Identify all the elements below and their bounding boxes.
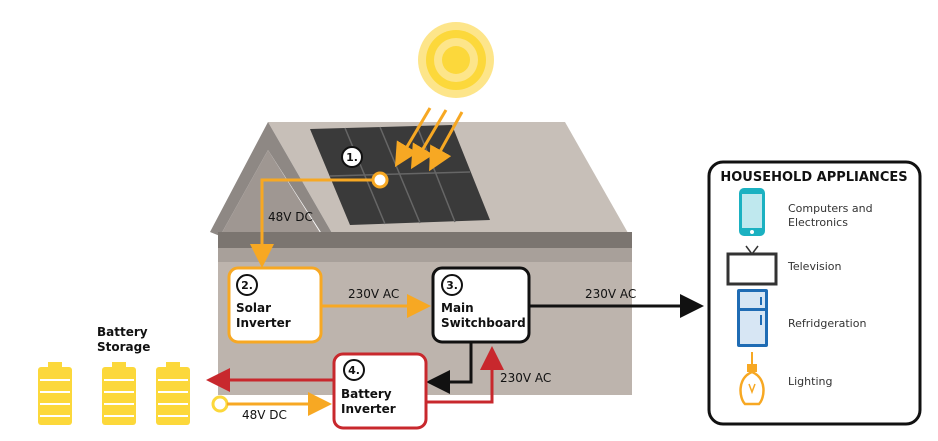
appliance-label-television: Television	[787, 260, 842, 273]
panels-to-inverter-label: 48V DC	[268, 210, 313, 224]
battery-icon	[102, 362, 136, 425]
switchboard-label-2: Switchboard	[441, 316, 526, 330]
battery-inverter-label-1: Battery	[341, 387, 392, 401]
wall-shadow	[218, 248, 632, 262]
battery-to-inverter-flow: 48V DC	[211, 392, 332, 422]
appliance-label-refrigeration: Refridgeration	[788, 317, 866, 330]
inverter-to-switchboard-label: 230V AC	[348, 287, 399, 301]
sun-icon	[418, 22, 494, 98]
roof-gable	[210, 122, 336, 240]
step-1-marker: 1.	[341, 146, 363, 168]
sunlight-arrows	[394, 107, 464, 172]
television-icon	[726, 245, 778, 286]
switchboard-to-appliances-flow: 230V AC	[529, 287, 704, 318]
step-2-number: 2.	[241, 279, 253, 292]
battery-inverter-to-switchboard-label: 230V AC	[500, 371, 551, 385]
switchboard-to-battery-inverter-flow	[426, 342, 473, 394]
battery-to-inverter-label: 48V DC	[242, 408, 287, 422]
household-appliances-panel: HOUSEHOLD APPLIANCES Computers and Elect…	[707, 160, 922, 426]
battery-storage-label-1: Battery	[97, 325, 148, 339]
battery-inverter-to-switchboard-flow: 230V AC	[426, 346, 551, 404]
switchboard-to-appliances-label: 230V AC	[585, 287, 636, 301]
battery-storage: Battery Storage	[38, 325, 190, 425]
appliance-label-computers-line2: Electronics	[788, 216, 848, 229]
battery-storage-label-2: Storage	[97, 340, 150, 354]
appliance-label-computers-line1: Computers and	[788, 202, 873, 215]
lightbulb-icon	[739, 352, 765, 406]
battery-inverter-label-2: Inverter	[341, 402, 396, 416]
switchboard-label-1: Main	[441, 301, 474, 315]
solar-inverter-box: 2. Solar Inverter	[227, 266, 323, 344]
solar-inverter-label-2: Inverter	[236, 316, 291, 330]
battery-icon	[38, 362, 72, 425]
roof-eave	[218, 232, 632, 248]
panels-to-inverter-flow: 48V DC	[250, 171, 389, 268]
step-3-number: 3.	[446, 279, 458, 292]
battery-inverter-box: 4. Battery Inverter	[332, 352, 428, 430]
solar-inverter-label-1: Solar	[236, 301, 271, 315]
battery-icon	[156, 362, 190, 425]
appliance-label-lighting: Lighting	[788, 375, 832, 388]
appliances-title: HOUSEHOLD APPLIANCES	[720, 170, 907, 185]
refrigerator-icon	[737, 289, 768, 347]
step-4-number: 4.	[348, 364, 360, 377]
step-1-number: 1.	[346, 151, 358, 164]
main-switchboard-box: 3. Main Switchboard	[431, 266, 531, 344]
gable-wall	[220, 150, 326, 242]
phone-icon	[739, 188, 765, 236]
inverter-to-switchboard-flow: 230V AC	[321, 287, 431, 318]
